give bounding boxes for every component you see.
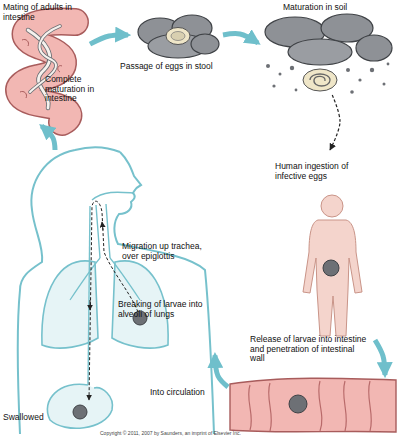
body-outline <box>18 147 120 434</box>
cycle-arrow <box>42 126 55 150</box>
human-body <box>303 220 362 336</box>
life-cycle-stage: Human ingestion of infective eggs <box>280 150 380 340</box>
soil-grain <box>350 90 354 94</box>
larva-cluster <box>73 405 87 419</box>
stool-lump <box>191 34 219 54</box>
intestine-segment <box>230 378 396 432</box>
embryonated-egg <box>303 69 337 91</box>
cycle-arrow <box>90 35 128 44</box>
stool-illustration <box>138 15 219 58</box>
coiled-larva <box>310 74 330 86</box>
intestine-wall-illustration <box>230 378 396 432</box>
egg-cell <box>171 32 185 41</box>
stage-label: Maturation in soil <box>283 3 393 13</box>
cycle-arrow <box>215 355 228 387</box>
migration-arrowhead <box>90 300 91 310</box>
bronchus <box>70 258 140 300</box>
stage-label: Passage of eggs in stool <box>120 62 245 72</box>
soil-grain <box>383 83 386 86</box>
soil-grain <box>387 63 390 66</box>
human-illustration <box>303 195 362 336</box>
life-cycle-stage: Mating of adults in intestineComplete ma… <box>2 0 90 126</box>
soil-lump <box>356 35 392 61</box>
intestine-illustration <box>19 21 75 122</box>
stage-label: Swallowed <box>3 413 63 423</box>
oral-cavity <box>92 192 133 200</box>
stage-label: Release of larvae into intestine and pen… <box>250 335 370 364</box>
soil-grain <box>346 68 350 72</box>
edge-label: Into circulation <box>150 388 205 398</box>
soil-grain <box>290 66 294 70</box>
soil-grains <box>266 63 389 94</box>
body-illustration <box>18 147 214 434</box>
stage-label: Breaking of larvae into alveoli of lungs <box>118 300 213 319</box>
copyright-note: Copyright © 2011, 2007 by Saunders, an i… <box>100 431 241 437</box>
migration-arrowhead <box>102 222 103 230</box>
soil-lump <box>288 39 352 65</box>
ingestion-arrow <box>330 95 340 150</box>
human-head <box>321 195 343 217</box>
intestine-wall <box>19 21 75 122</box>
soil-grain <box>358 78 361 81</box>
stage-label: Human ingestion of infective eggs <box>275 162 351 181</box>
egg <box>166 28 190 45</box>
intestine-lumen <box>19 21 75 122</box>
ingested-eggs <box>323 260 339 276</box>
stage-label: Complete maturation in intestine <box>45 75 100 104</box>
soil-grain <box>266 64 270 68</box>
stage-label: Mating of adults in intestine <box>3 3 75 22</box>
life-cycle-stage: Passage of eggs in stool <box>128 10 223 60</box>
life-cycle-stage: Maturation in soil <box>258 15 393 95</box>
stomach <box>47 384 112 428</box>
soil-grain <box>272 84 275 87</box>
intestine-fold <box>249 381 372 431</box>
soil-grain <box>370 68 374 72</box>
cycle-arrow <box>375 340 385 375</box>
soil-illustration <box>265 14 392 94</box>
larva-cluster <box>289 395 307 413</box>
life-cycle-stage: Release of larvae into intestine and pen… <box>228 375 395 435</box>
soil-grain <box>295 89 298 92</box>
stage-label: Migration up trachea, over epiglottis <box>122 242 217 261</box>
soil-grain <box>279 73 282 76</box>
cycle-arrow <box>223 34 258 43</box>
